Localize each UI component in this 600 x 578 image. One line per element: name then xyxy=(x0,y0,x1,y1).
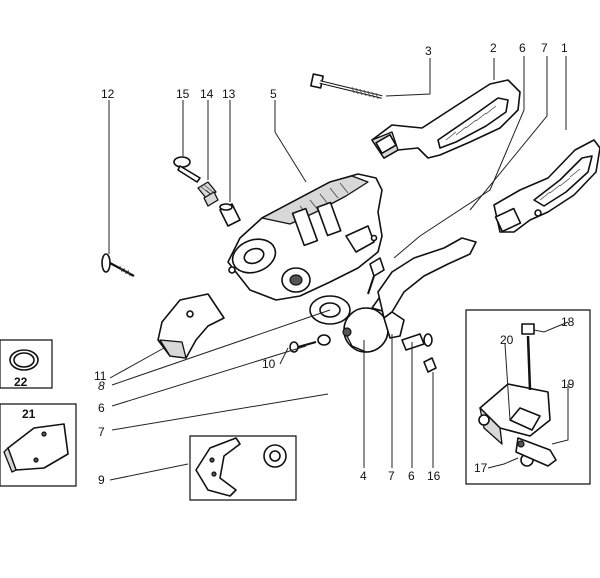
callout-4: 4 xyxy=(360,469,367,483)
leader-lines xyxy=(108,56,569,481)
callout-labels: 3 2 6 7 1 12 15 14 13 5 11 10 8 6 7 9 4 … xyxy=(14,41,575,487)
callout-7-bottom: 7 xyxy=(388,469,395,483)
part-11-cover xyxy=(157,293,225,359)
callout-5: 5 xyxy=(270,87,277,101)
part-12-pin xyxy=(101,253,135,277)
inset-box-22 xyxy=(0,339,53,389)
part-1-lower-handle xyxy=(493,139,600,233)
callout-6-bottom: 6 xyxy=(408,469,415,483)
callout-9: 9 xyxy=(98,473,105,487)
callout-3: 3 xyxy=(425,44,432,58)
callout-17: 17 xyxy=(474,461,488,475)
callout-13: 13 xyxy=(222,87,236,101)
part-5-main-body xyxy=(227,173,383,301)
inset-box-9 xyxy=(189,435,297,501)
callout-12: 12 xyxy=(101,87,115,101)
part-16-screw xyxy=(401,333,437,373)
callout-1: 1 xyxy=(561,41,568,55)
lower-curved-arm xyxy=(377,237,477,339)
part-2-upper-handle xyxy=(371,79,521,159)
part-15-screw xyxy=(173,156,201,183)
callout-21: 21 xyxy=(22,407,36,421)
callout-15: 15 xyxy=(176,87,190,101)
callout-6-left: 6 xyxy=(98,401,105,415)
callout-22: 22 xyxy=(14,375,28,389)
part-6-bushing xyxy=(317,334,331,346)
part-14-spring xyxy=(197,181,219,207)
inset-box-21 xyxy=(0,403,77,487)
callout-19: 19 xyxy=(561,377,575,391)
callout-6-top: 6 xyxy=(519,41,526,55)
callout-14: 14 xyxy=(200,87,214,101)
callout-8: 8 xyxy=(98,379,105,393)
inset-box-right xyxy=(465,309,591,485)
part-13-sleeve xyxy=(219,203,241,227)
callout-10: 10 xyxy=(262,357,276,371)
callout-2: 2 xyxy=(490,41,497,55)
callout-20: 20 xyxy=(500,333,514,347)
callout-18: 18 xyxy=(561,315,575,329)
part-3-bolt xyxy=(310,73,383,100)
callout-7-left: 7 xyxy=(98,425,105,439)
callout-16: 16 xyxy=(427,469,441,483)
callout-11: 11 xyxy=(94,369,107,383)
part-7-bolt xyxy=(367,257,385,295)
callout-7-top: 7 xyxy=(541,41,548,55)
